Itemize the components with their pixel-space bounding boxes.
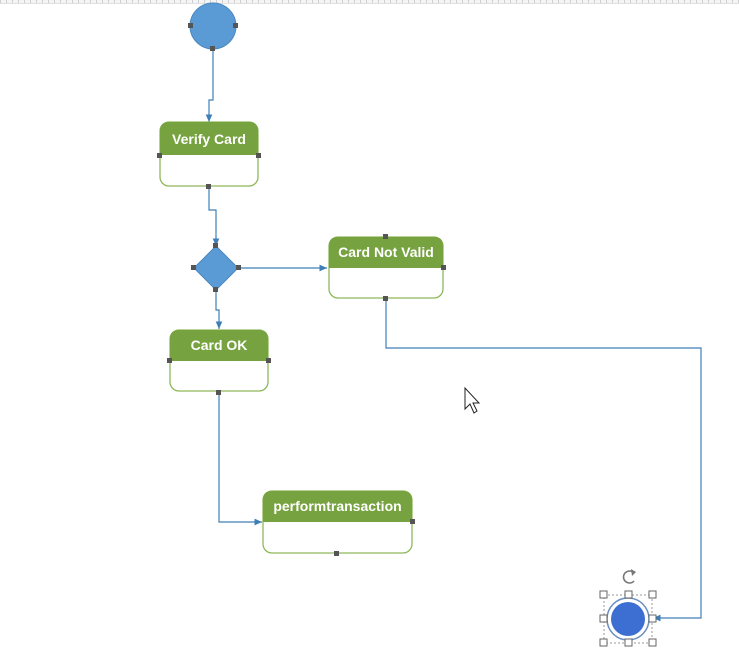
state-title-verify-card: Verify Card [172,131,246,147]
state-title-performtransaction: performtransaction [273,498,402,514]
selection-handles[interactable] [599,590,657,647]
edge-start-to-verify[interactable] [205,50,214,122]
state-performtransaction[interactable] [262,490,415,556]
edge-ok-to-perform[interactable] [218,393,262,526]
connectors [205,50,702,622]
rotate-handle-icon[interactable] [622,569,636,584]
state-title-card-ok: Card OK [190,337,248,353]
initial-node[interactable] [188,2,238,51]
state-card-not-valid[interactable] [328,234,446,301]
state-card-ok[interactable] [167,329,271,395]
mouse-pointer-icon [464,386,481,414]
decision-node[interactable] [191,243,241,292]
state-verify-card[interactable] [157,121,261,189]
final-node[interactable] [599,569,657,647]
edge-verify-to-decision[interactable] [208,187,220,246]
top-ruler [0,0,739,4]
edge-decision-to-ok[interactable] [215,290,223,329]
edge-notvalid-to-end[interactable] [385,299,702,622]
state-title-card-not-valid: Card Not Valid [338,244,434,260]
